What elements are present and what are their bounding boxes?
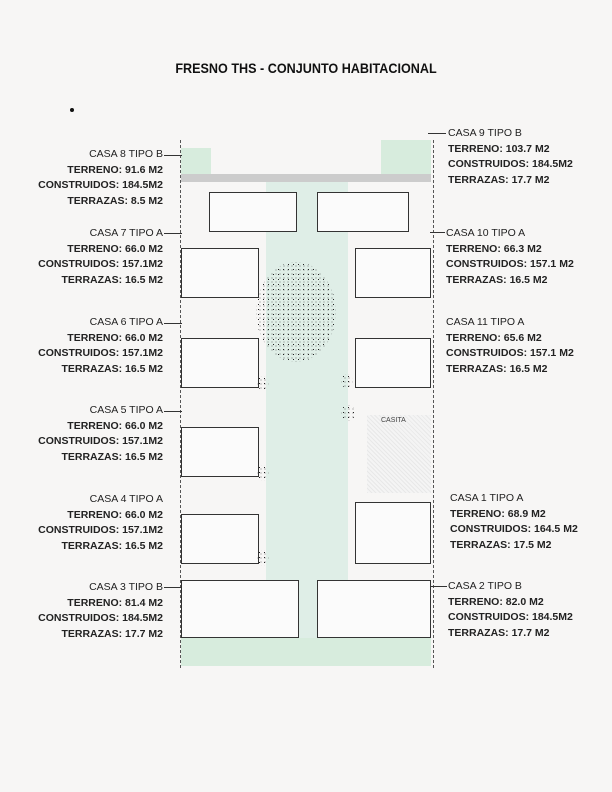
page-title: FRESNO THS - CONJUNTO HABITACIONAL — [175, 60, 437, 76]
tree-icon — [341, 405, 355, 421]
leader-line — [164, 411, 182, 412]
site-plan: CASITA — [180, 140, 434, 668]
garden-top-right — [381, 140, 431, 178]
leader-line — [430, 232, 445, 233]
garden-bottom — [181, 638, 431, 666]
north-arrow-icon — [70, 108, 74, 112]
leader-line — [164, 587, 182, 588]
house-2 — [317, 580, 431, 638]
house-3 — [181, 580, 299, 638]
garden-top-left — [181, 148, 211, 178]
leader-line — [428, 133, 446, 134]
house-7 — [181, 248, 259, 298]
tree-icon — [341, 374, 353, 388]
leader-line — [164, 323, 182, 324]
leader-line — [164, 155, 182, 156]
casita-label: CASITA — [381, 417, 406, 424]
leader-line — [430, 586, 447, 587]
house-4 — [181, 514, 259, 564]
central-street — [266, 178, 348, 638]
house-8 — [209, 192, 297, 232]
tree-icon — [256, 262, 336, 362]
entry-band-top — [181, 174, 431, 182]
house-10 — [355, 248, 431, 298]
house-5 — [181, 427, 259, 477]
leader-line — [164, 233, 182, 234]
house-1 — [355, 502, 431, 564]
tree-icon — [257, 465, 269, 481]
tree-icon — [257, 550, 269, 566]
casita-area — [367, 415, 431, 493]
house-9 — [317, 192, 409, 232]
tree-icon — [257, 376, 269, 390]
house-6 — [181, 338, 259, 388]
house-11 — [355, 338, 431, 388]
